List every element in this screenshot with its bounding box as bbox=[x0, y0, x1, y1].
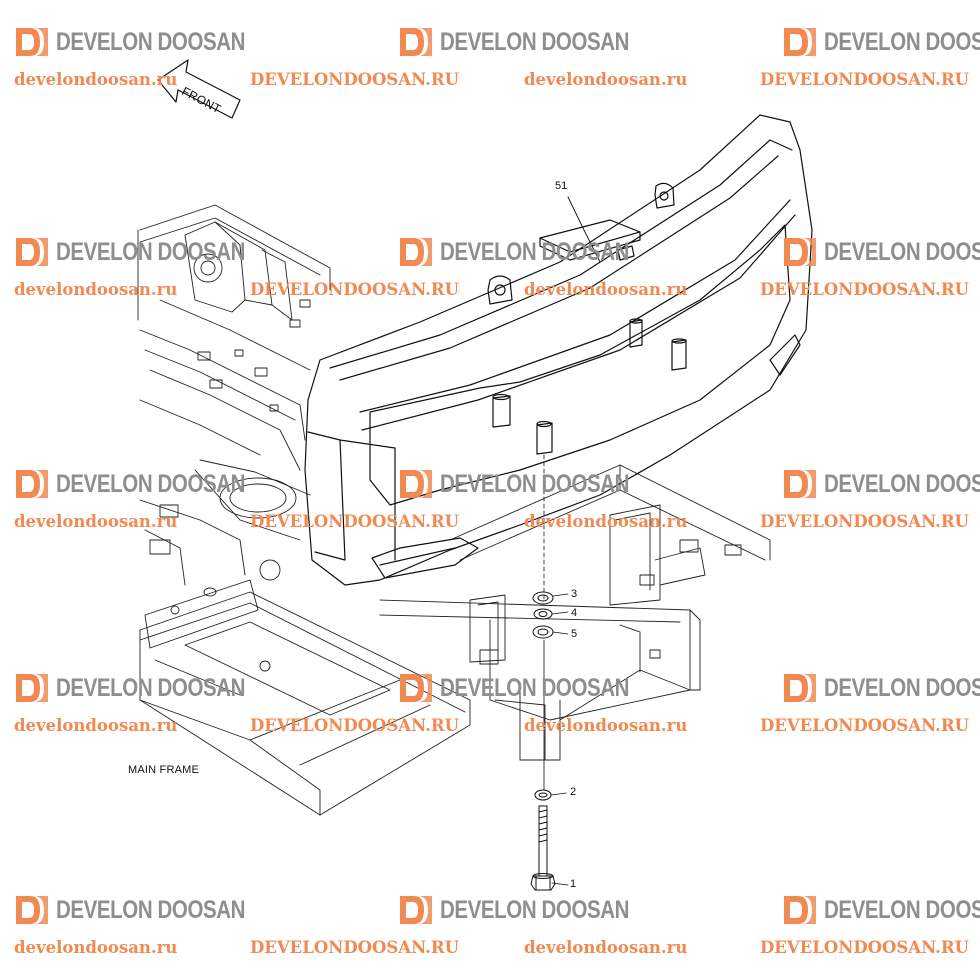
lower-frame-drawing bbox=[139, 559, 471, 816]
leader-line-51 bbox=[567, 196, 601, 263]
watermark-url: DEVELONDOOSAN.RU bbox=[250, 512, 459, 531]
watermark-url: develondoosan.ru bbox=[14, 280, 178, 299]
watermark-brand-text: DEVELON DOOSAN bbox=[440, 27, 630, 56]
watermark-url: develondoosan.ru bbox=[524, 938, 688, 957]
watermark-url: develondoosan.ru bbox=[14, 938, 178, 957]
develon-logo-icon bbox=[400, 674, 432, 702]
watermark-url: develondoosan.ru bbox=[524, 70, 688, 89]
callout-51: 51 bbox=[555, 180, 568, 192]
main-frame-label: MAIN FRAME bbox=[128, 764, 200, 776]
watermark-brand: DEVELON DOOSAN bbox=[782, 672, 980, 704]
watermark-brand: DEVELON DOOSAN bbox=[782, 26, 980, 58]
develon-logo-icon bbox=[400, 28, 432, 56]
callout-1: 1 bbox=[570, 878, 577, 890]
watermark-url: develondoosan.ru bbox=[524, 716, 688, 735]
watermark-url: develondoosan.ru bbox=[14, 70, 178, 89]
watermark-brand: DEVELON DOOSAN bbox=[14, 236, 287, 268]
counterweight-mount-drawing bbox=[379, 464, 771, 761]
washer-stack-drawing bbox=[532, 591, 554, 639]
watermark-url: DEVELONDOOSAN.RU bbox=[760, 280, 969, 299]
watermark-url: DEVELONDOOSAN.RU bbox=[250, 938, 459, 957]
watermark-brand: DEVELON DOOSAN bbox=[398, 894, 671, 926]
develon-logo-icon bbox=[400, 896, 432, 924]
develon-logo-icon bbox=[784, 28, 816, 56]
develon-logo-icon bbox=[784, 896, 816, 924]
watermark-brand-text: DEVELON DOOSAN bbox=[56, 673, 246, 702]
develon-logo-icon bbox=[16, 470, 48, 498]
watermark-brand: DEVELON DOOSAN bbox=[14, 468, 287, 500]
watermark-url: develondoosan.ru bbox=[14, 716, 178, 735]
watermark-url: DEVELONDOOSAN.RU bbox=[760, 716, 969, 735]
watermark-brand-text: DEVELON DOOSAN bbox=[824, 27, 980, 56]
watermark-url: DEVELONDOOSAN.RU bbox=[760, 70, 969, 89]
watermark-url: DEVELONDOOSAN.RU bbox=[760, 512, 969, 531]
bolt-drawing bbox=[530, 805, 556, 891]
watermark-url: DEVELONDOOSAN.RU bbox=[250, 280, 459, 299]
watermark-brand: DEVELON DOOSAN bbox=[14, 894, 287, 926]
watermark-brand-text: DEVELON DOOSAN bbox=[824, 673, 980, 702]
watermark-brand: DEVELON DOOSAN bbox=[14, 26, 287, 58]
watermark-brand-text: DEVELON DOOSAN bbox=[824, 895, 980, 924]
watermark-brand-text: DEVELON DOOSAN bbox=[440, 237, 630, 266]
callout-4: 4 bbox=[571, 607, 578, 619]
develon-logo-icon bbox=[784, 674, 816, 702]
watermark-brand-text: DEVELON DOOSAN bbox=[56, 27, 246, 56]
develon-logo-icon bbox=[16, 896, 48, 924]
watermark-brand-text: DEVELON DOOSAN bbox=[56, 895, 246, 924]
callout-5: 5 bbox=[571, 628, 578, 640]
develon-logo-icon bbox=[400, 238, 432, 266]
watermark-brand-text: DEVELON DOOSAN bbox=[824, 469, 980, 498]
watermark-url: develondoosan.ru bbox=[14, 512, 178, 531]
develon-logo-icon bbox=[400, 470, 432, 498]
watermark-url: DEVELONDOOSAN.RU bbox=[250, 716, 459, 735]
develon-logo-icon bbox=[16, 238, 48, 266]
develon-logo-icon bbox=[784, 470, 816, 498]
watermark-url: DEVELONDOOSAN.RU bbox=[760, 938, 969, 957]
watermark-url: develondoosan.ru bbox=[524, 280, 688, 299]
main-frame-drawing bbox=[137, 204, 331, 586]
watermark-brand-text: DEVELON DOOSAN bbox=[56, 237, 246, 266]
watermark-brand: DEVELON DOOSAN bbox=[398, 468, 671, 500]
watermark-brand: DEVELON DOOSAN bbox=[398, 672, 671, 704]
watermark-brand-text: DEVELON DOOSAN bbox=[440, 895, 630, 924]
develon-logo-icon bbox=[16, 28, 48, 56]
callout-2: 2 bbox=[570, 786, 577, 798]
watermark-brand-text: DEVELON DOOSAN bbox=[824, 237, 980, 266]
develon-logo-icon bbox=[16, 674, 48, 702]
front-arrow bbox=[157, 59, 241, 119]
watermark-brand: DEVELON DOOSAN bbox=[398, 236, 671, 268]
watermark-url: develondoosan.ru bbox=[524, 512, 688, 531]
watermark-brand: DEVELON DOOSAN bbox=[782, 894, 980, 926]
watermark-brand: DEVELON DOOSAN bbox=[398, 26, 671, 58]
callout-3: 3 bbox=[571, 588, 578, 600]
watermark-brand-text: DEVELON DOOSAN bbox=[56, 469, 246, 498]
watermark-url: DEVELONDOOSAN.RU bbox=[250, 70, 459, 89]
lower-washer-drawing bbox=[534, 789, 552, 801]
watermark-brand: DEVELON DOOSAN bbox=[14, 672, 287, 704]
watermark-brand-text: DEVELON DOOSAN bbox=[440, 673, 630, 702]
develon-logo-icon bbox=[784, 238, 816, 266]
watermark-brand: DEVELON DOOSAN bbox=[782, 468, 980, 500]
watermark-brand-text: DEVELON DOOSAN bbox=[440, 469, 630, 498]
watermark-brand: DEVELON DOOSAN bbox=[782, 236, 980, 268]
